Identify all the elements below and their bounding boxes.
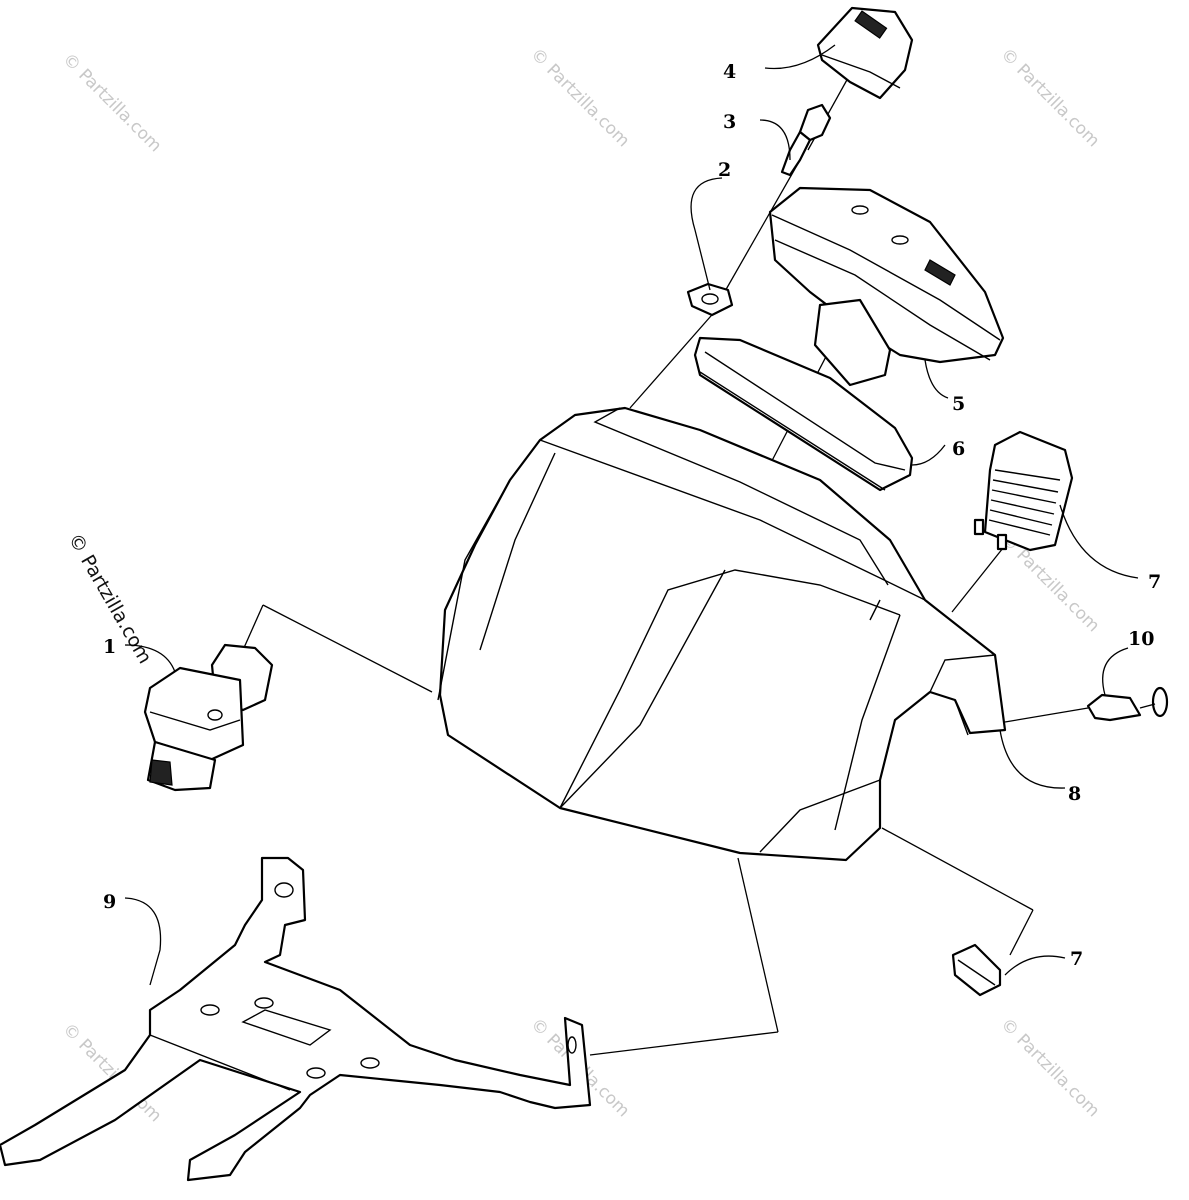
callout-2: 2 bbox=[718, 159, 731, 181]
callouts: 4 3 2 5 6 7 10 8 1 9 7 bbox=[103, 44, 1161, 986]
push-rivet bbox=[1086, 686, 1169, 722]
watermark: © Partzilla.com bbox=[996, 1014, 1103, 1121]
callout-3: 3 bbox=[723, 111, 736, 133]
callout-7-nut: 7 bbox=[1070, 948, 1083, 970]
watermark: © Partzilla.com bbox=[996, 44, 1103, 151]
callout-7-socket: 7 bbox=[1148, 571, 1161, 593]
ignition-cap bbox=[816, 6, 914, 100]
bezel-ring bbox=[693, 336, 914, 492]
accessory-socket bbox=[973, 430, 1074, 552]
gauge-cluster bbox=[768, 186, 1005, 387]
callout-9: 9 bbox=[103, 891, 116, 913]
callout-5: 5 bbox=[952, 393, 965, 415]
assembly-lines bbox=[242, 59, 1089, 1056]
callout-8: 8 bbox=[1068, 783, 1081, 805]
watermark: © Partzilla.com bbox=[58, 49, 165, 156]
callout-6: 6 bbox=[952, 438, 965, 460]
watermark: © Partzilla.com bbox=[526, 44, 633, 151]
callout-4: 4 bbox=[723, 61, 736, 83]
mounting-bracket bbox=[0, 856, 592, 1182]
callout-1: 1 bbox=[103, 636, 116, 658]
callout-10: 10 bbox=[1128, 628, 1154, 650]
socket-nut bbox=[951, 943, 1002, 997]
dash-housing bbox=[437, 406, 1007, 862]
ignition-switch bbox=[143, 643, 274, 792]
key bbox=[780, 103, 832, 177]
